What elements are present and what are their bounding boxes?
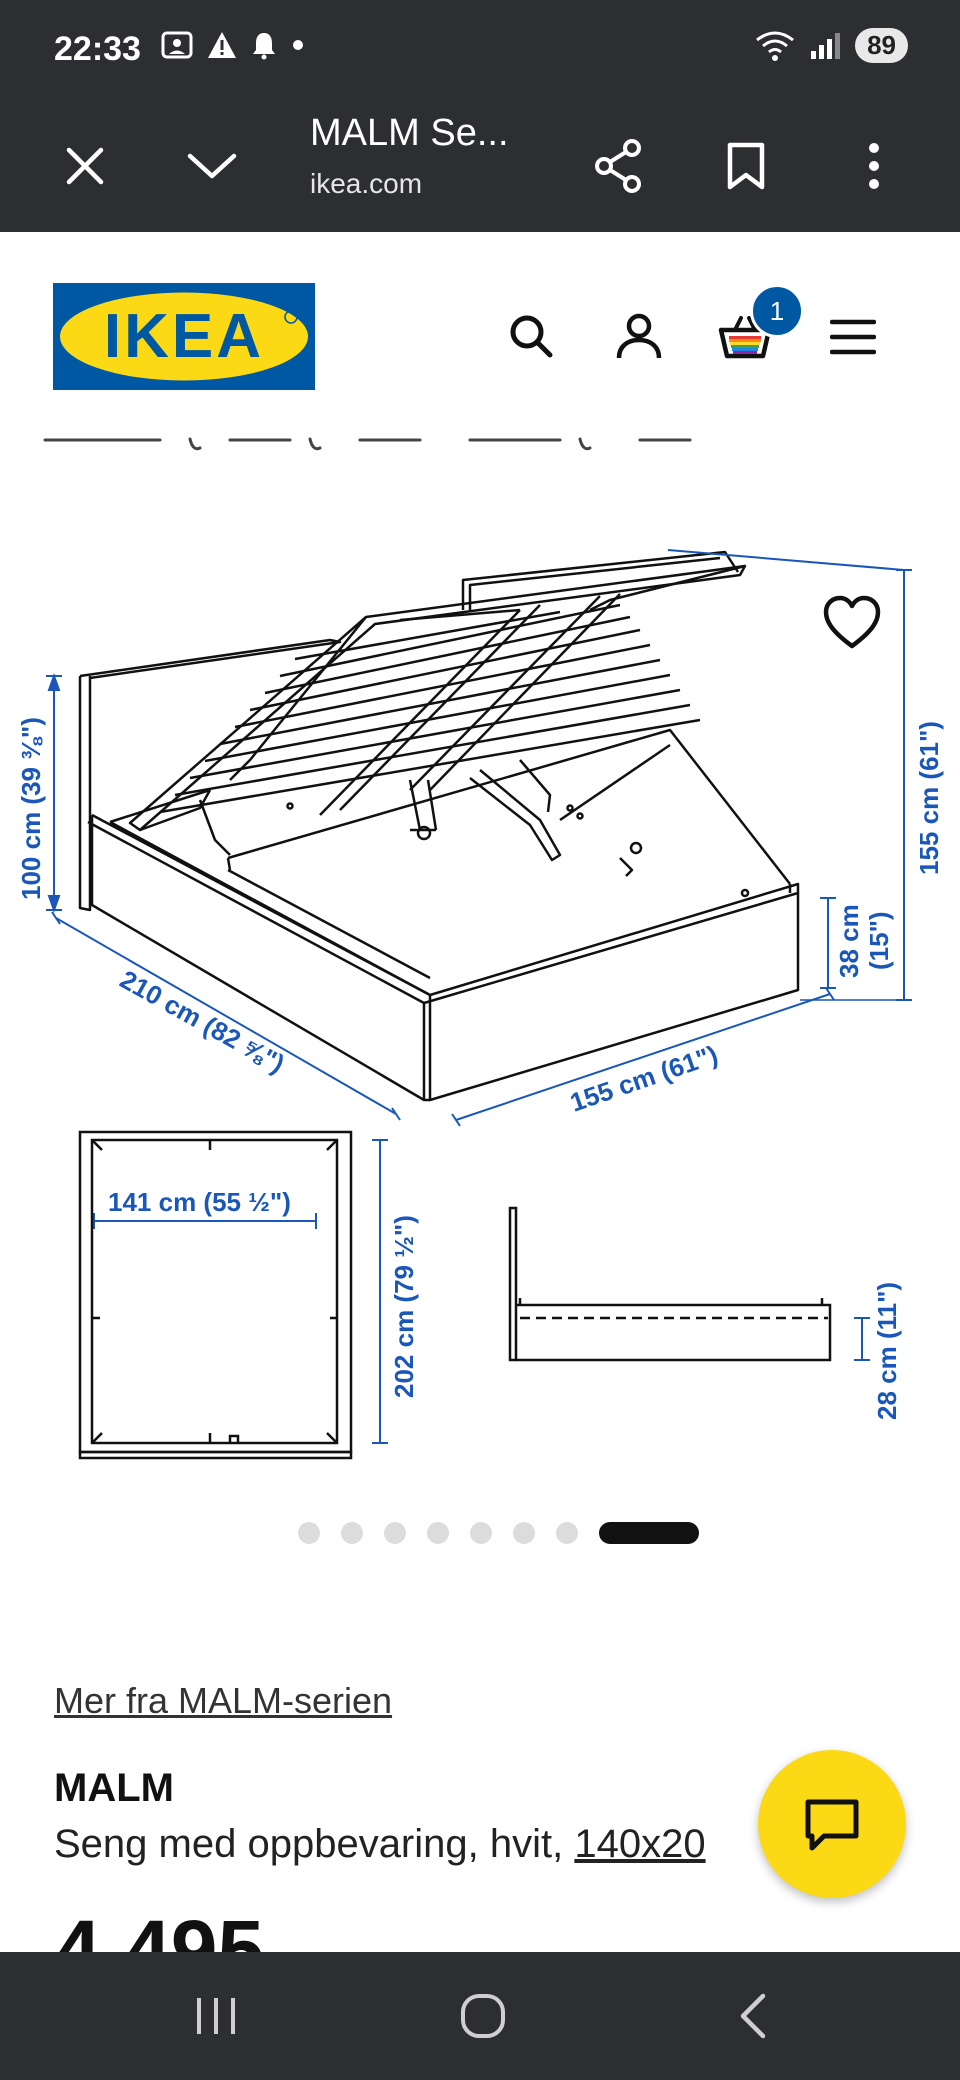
series-link[interactable]: Mer fra MALM-serien	[54, 1680, 393, 1721]
ikea-logo[interactable]: IKEA	[53, 283, 315, 390]
carousel-dot[interactable]	[556, 1522, 578, 1544]
image-carousel-indicator	[298, 1522, 699, 1544]
carousel-dot[interactable]	[384, 1522, 406, 1544]
dot-icon	[293, 40, 303, 50]
carousel-dot[interactable]	[427, 1522, 449, 1544]
warning-icon	[208, 32, 236, 58]
dim-inner-width-label: 141 cm (55 ½")	[108, 1187, 291, 1217]
wifi-icon	[756, 31, 794, 61]
product-description: Seng med oppbevaring, hvit, 140x20	[54, 1822, 706, 1867]
page-title[interactable]: MALM Se...	[310, 112, 509, 154]
favorite-button[interactable]	[820, 592, 884, 656]
product-description-text: Seng med oppbevaring, hvit,	[54, 1822, 575, 1866]
dim-width-label: 155 cm (61")	[566, 1039, 721, 1117]
minimize-button[interactable]	[180, 134, 244, 198]
cart-icon	[718, 316, 772, 359]
dim-clearance-label: 28 cm (11")	[872, 1282, 902, 1420]
status-icons-left	[160, 30, 306, 60]
cart-count-badge: 1	[750, 284, 804, 338]
system-navigation-bar	[0, 1952, 960, 2080]
home-button[interactable]	[443, 1976, 523, 2056]
battery-icon: 89	[855, 28, 908, 63]
site-header: IKEA 1	[0, 232, 960, 432]
browser-toolbar: MALM Se... ikea.com	[0, 100, 960, 232]
dim-length-label: 210 cm (82 ⅝")	[115, 964, 290, 1079]
logo-text: IKEA	[104, 302, 264, 371]
dim-inner-length-label: 202 cm (79 ½")	[389, 1215, 419, 1398]
product-price: 4 495	[54, 1908, 264, 1952]
search-icon	[510, 315, 553, 358]
back-button[interactable]	[713, 1976, 793, 2056]
product-name: MALM	[54, 1766, 174, 1810]
product-size-link[interactable]: 140x20	[574, 1822, 706, 1866]
menu-button[interactable]	[818, 302, 888, 372]
share-icon	[595, 139, 641, 193]
close-tab-button[interactable]	[53, 134, 117, 198]
gallery-icon	[161, 31, 193, 59]
dim-frame-height-in-label: (15")	[864, 911, 894, 970]
notification-icon	[253, 33, 275, 60]
cart-button[interactable]	[710, 302, 780, 372]
carousel-dot[interactable]	[341, 1522, 363, 1544]
carousel-dot[interactable]	[298, 1522, 320, 1544]
home-icon	[461, 1994, 505, 2038]
bookmark-icon	[727, 142, 765, 190]
clipped-text-remnant	[0, 430, 960, 455]
close-icon	[66, 147, 104, 185]
recent-apps-icon	[197, 1998, 235, 2034]
share-button[interactable]	[586, 134, 650, 198]
dim-side-height-label: 155 cm (61")	[914, 721, 944, 875]
search-button[interactable]	[497, 302, 567, 372]
more-icon	[869, 143, 879, 189]
status-time: 22:33	[54, 30, 141, 68]
chevron-down-icon	[187, 153, 237, 179]
chat-icon	[805, 1799, 859, 1851]
dim-frame-height-label: 38 cm	[834, 904, 864, 978]
recent-apps-button[interactable]	[176, 1976, 256, 2056]
chat-button[interactable]	[758, 1750, 906, 1898]
signal-icon	[811, 32, 841, 59]
more-options-button[interactable]	[842, 134, 906, 198]
page-url[interactable]: ikea.com	[310, 168, 423, 199]
status-bar: 22:33 89	[0, 0, 960, 100]
carousel-dot[interactable]	[513, 1522, 535, 1544]
menu-icon	[830, 319, 876, 355]
carousel-dot[interactable]	[470, 1522, 492, 1544]
dim-height-label: 100 cm (39 ⅜")	[16, 717, 46, 900]
account-button[interactable]	[604, 302, 674, 372]
carousel-dot-active[interactable]	[599, 1522, 699, 1544]
user-icon	[616, 313, 662, 359]
product-dimension-image[interactable]: 100 cm (39 ⅜") 210 cm (82 ⅝") 155 cm (61…	[0, 455, 960, 1475]
status-icons-right: 89	[755, 28, 908, 63]
heart-icon	[823, 595, 881, 649]
bookmark-button[interactable]	[714, 134, 778, 198]
back-icon	[740, 1993, 766, 2039]
